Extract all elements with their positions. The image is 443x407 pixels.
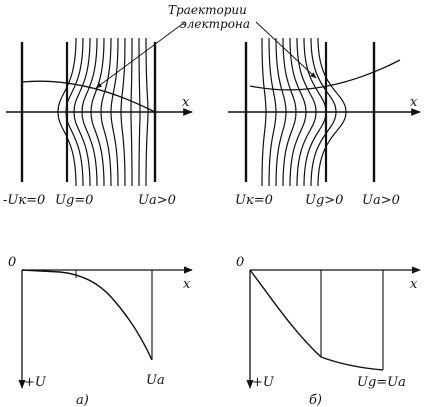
caption: б) <box>309 393 322 407</box>
end-value-label: Ug=Uа <box>357 375 406 390</box>
pointer-line-right <box>255 21 317 79</box>
x-axis-label: x <box>182 95 190 110</box>
potential-curve <box>21 269 153 361</box>
x-axis-label: x <box>410 277 418 292</box>
trajectory-callout: Траектории электрона <box>95 3 317 89</box>
label-cathode: Uк=0 <box>235 193 273 208</box>
panel-bottom-right: x 0 +U б) Ug=Uа <box>236 255 421 407</box>
end-value-label: Uа <box>146 373 165 388</box>
x-axis-label: x <box>183 277 191 292</box>
label-anode: Uа>0 <box>362 193 400 208</box>
x-axis-label: x <box>410 95 418 110</box>
title-line-2: электрона <box>180 17 250 31</box>
u-axis-label: +U <box>252 375 275 390</box>
label-anode: Uа>0 <box>138 193 176 208</box>
label-grid: Ug>0 <box>305 193 343 208</box>
panel-top-left: x -Uк=0 Ug=0 Uа>0 <box>3 37 193 208</box>
electron-trajectory <box>21 80 156 113</box>
label-grid: Ug=0 <box>55 193 93 208</box>
label-cathode: -Uк=0 <box>3 193 45 208</box>
potential-curve <box>249 269 384 371</box>
origin-label: 0 <box>236 255 244 270</box>
panel-bottom-left: x 0 +U а) Uа <box>8 255 193 407</box>
pointer-line-left <box>95 21 186 89</box>
title-line-1: Траектории <box>168 3 247 17</box>
panel-top-right: x Uк=0 Ug>0 Uа>0 <box>228 37 421 208</box>
caption: а) <box>76 393 89 407</box>
u-axis-label: +U <box>24 375 47 390</box>
electron-trajectory <box>249 59 401 91</box>
origin-label: 0 <box>8 255 16 270</box>
